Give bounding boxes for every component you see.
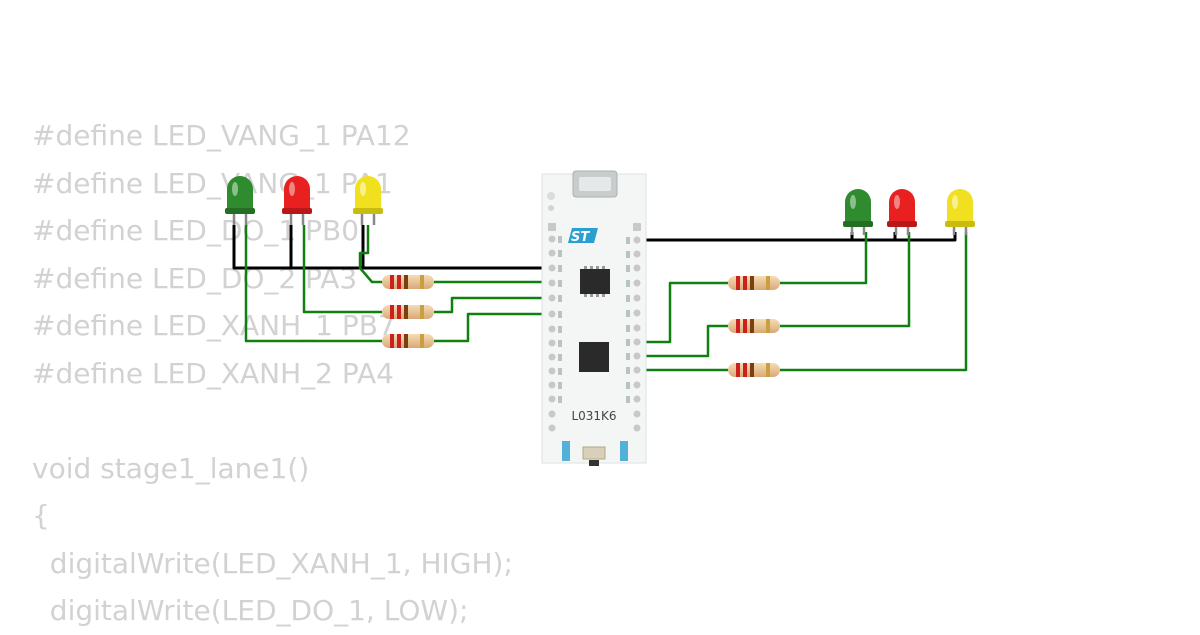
board-label: L031K6 (571, 409, 616, 423)
resistor-left-3[interactable] (382, 334, 434, 348)
reset-button[interactable] (582, 446, 606, 460)
st-logo-text: ST (571, 230, 590, 245)
chip-small (580, 269, 610, 294)
led-yellow-right[interactable] (945, 189, 975, 235)
led-green-right[interactable] (843, 189, 873, 235)
signal-wires-left[interactable] (244, 225, 552, 343)
nucleo-board[interactable]: ST L031K6 (541, 170, 647, 466)
led-green-left[interactable] (225, 176, 255, 225)
code-line: #define LED_VANG_1 PA12 (32, 119, 411, 152)
led-yellow-left[interactable] (353, 176, 383, 225)
code-line: digitalWrite(LED_XANH_1, HIGH); (32, 546, 513, 580)
left-pin-header (548, 223, 556, 432)
code-line: #define LED_XANH_2 PA4 (32, 356, 394, 390)
ground-wires-left[interactable] (232, 225, 552, 270)
led-red-left[interactable] (282, 176, 312, 225)
code-line: { (32, 499, 50, 532)
led-red-right[interactable] (887, 189, 917, 235)
resistor-right-1[interactable] (728, 276, 780, 290)
code-line: void stage1_lane1() (32, 451, 310, 485)
right-pin-header (633, 223, 641, 432)
resistor-left-1[interactable] (382, 275, 434, 289)
st-logo-icon: ST (568, 228, 598, 245)
resistor-right-3[interactable] (728, 363, 780, 377)
code-line: #define LED_DO_1 PB0 (32, 214, 360, 247)
code-line: digitalWrite(LED_DO_1, LOW); (32, 594, 469, 627)
resistor-left-2[interactable] (382, 305, 434, 319)
signal-wires-right[interactable] (637, 232, 968, 372)
resistor-right-2[interactable] (728, 319, 780, 333)
mcu-chip (579, 342, 609, 372)
